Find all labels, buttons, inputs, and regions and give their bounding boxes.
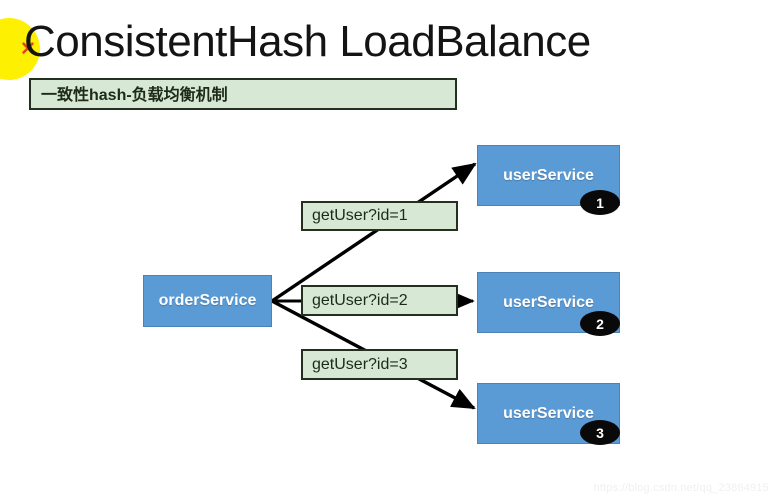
node-order-service-label: orderService xyxy=(158,292,257,309)
page-title: ConsistentHash LoadBalance xyxy=(24,17,591,66)
request-label-2: getUser?id=2 xyxy=(301,285,458,316)
request-label-1: getUser?id=1 xyxy=(301,201,458,231)
node-user-service-2-label: userService xyxy=(503,293,594,311)
node-user-service-3-label: userService xyxy=(503,404,594,422)
request-label-3-text: getUser?id=3 xyxy=(312,355,408,373)
node-user-service-1-badge: 1 xyxy=(580,190,620,215)
node-order-service[interactable]: orderService xyxy=(143,275,272,327)
subtitle-box: 一致性hash-负载均衡机制 xyxy=(29,78,457,110)
node-user-service-1[interactable]: userService xyxy=(477,145,620,206)
node-user-service-2-badge: 2 xyxy=(580,311,620,336)
request-label-1-text: getUser?id=1 xyxy=(312,207,408,224)
connector-to-user-service-1 xyxy=(271,162,477,303)
request-label-3: getUser?id=3 xyxy=(301,349,458,380)
watermark: https://blog.csdn.net/qq_23864915 xyxy=(593,482,769,494)
cursor-marker-icon: ✕ xyxy=(20,39,36,60)
node-user-service-3-badge: 3 xyxy=(580,420,620,445)
request-label-2-text: getUser?id=2 xyxy=(312,291,408,309)
subtitle-text: 一致性hash-负载均衡机制 xyxy=(41,87,228,104)
node-user-service-1-label: userService xyxy=(503,166,594,184)
